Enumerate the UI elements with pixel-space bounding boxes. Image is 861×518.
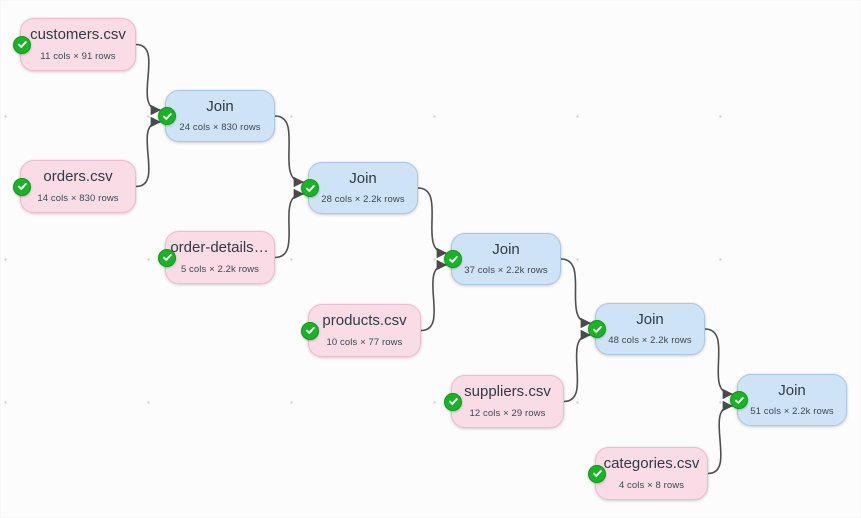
edge-orders-join1 bbox=[135, 116, 162, 188]
node-title: customers.csv bbox=[30, 27, 126, 44]
node-products[interactable]: products.csv 10 cols × 77 rows bbox=[301, 304, 421, 357]
edge-categories-join5 bbox=[707, 400, 734, 475]
node-shape-label: 11 cols × 91 rows bbox=[40, 50, 116, 62]
node-title: order-details.... bbox=[170, 240, 270, 257]
edge-join3-join4 bbox=[560, 258, 592, 329]
node-shape-label: 12 cols × 29 rows bbox=[469, 407, 546, 419]
node-shape-label: 28 cols × 2.2k rows bbox=[321, 194, 405, 206]
edge-join2-join3 bbox=[417, 187, 448, 259]
edge-orderdetails-join2 bbox=[274, 188, 305, 259]
node-shape-label: 5 cols × 2.2k rows bbox=[180, 263, 260, 275]
edge-customers-join1 bbox=[135, 43, 162, 116]
node-title: orders.csv bbox=[43, 169, 113, 186]
node-shape-label: 48 cols × 2.2k rows bbox=[608, 335, 692, 347]
check-circle-icon bbox=[13, 35, 31, 54]
check-circle-icon bbox=[588, 464, 606, 483]
node-shape-label: 4 cols × 8 rows bbox=[618, 479, 685, 491]
node-title: products.csv bbox=[322, 313, 407, 330]
node-shape-label: 51 cols × 2.2k rows bbox=[750, 406, 834, 418]
node-title: Join bbox=[206, 98, 234, 115]
edge-join1-join2 bbox=[274, 115, 305, 188]
node-title: Join bbox=[636, 311, 664, 328]
node-title: categories.csv bbox=[603, 456, 700, 473]
check-circle-icon bbox=[730, 391, 748, 409]
node-join2[interactable]: Join 28 cols × 2.2k rows bbox=[301, 162, 418, 214]
node-order-details[interactable]: order-details.... 5 cols × 2.2k rows bbox=[158, 231, 275, 284]
edge-products-join3 bbox=[420, 259, 448, 332]
check-circle-icon bbox=[158, 248, 176, 267]
check-circle-icon bbox=[444, 392, 462, 411]
node-customers[interactable]: customers.csv 11 cols × 91 rows bbox=[13, 18, 136, 71]
node-orders[interactable]: orders.csv 14 cols × 830 rows bbox=[13, 160, 136, 213]
node-join3[interactable]: Join 37 cols × 2.2k rows bbox=[444, 233, 561, 285]
check-circle-icon bbox=[158, 107, 176, 125]
node-title: Join bbox=[349, 170, 377, 187]
node-join1[interactable]: Join 24 cols × 830 rows bbox=[158, 90, 275, 142]
check-circle-icon bbox=[13, 177, 31, 196]
node-categories[interactable]: categories.csv 4 cols × 8 rows bbox=[588, 447, 708, 500]
edge-suppliers-join4 bbox=[563, 329, 592, 403]
edge-join4-join5 bbox=[704, 328, 734, 400]
node-shape-label: 10 cols × 77 rows bbox=[326, 336, 403, 348]
check-circle-icon bbox=[301, 179, 319, 197]
node-join4[interactable]: Join 48 cols × 2.2k rows bbox=[588, 303, 705, 355]
check-circle-icon bbox=[444, 250, 462, 268]
node-suppliers[interactable]: suppliers.csv 12 cols × 29 rows bbox=[444, 375, 564, 428]
check-circle-icon bbox=[588, 320, 606, 338]
node-title: Join bbox=[778, 382, 806, 399]
node-join5[interactable]: Join 51 cols × 2.2k rows bbox=[730, 374, 847, 426]
node-shape-label: 14 cols × 830 rows bbox=[37, 192, 119, 204]
node-shape-label: 37 cols × 2.2k rows bbox=[464, 265, 548, 277]
node-title: Join bbox=[492, 241, 520, 258]
check-circle-icon bbox=[301, 321, 319, 340]
node-shape-label: 24 cols × 830 rows bbox=[179, 122, 261, 134]
node-title: suppliers.csv bbox=[464, 384, 551, 401]
